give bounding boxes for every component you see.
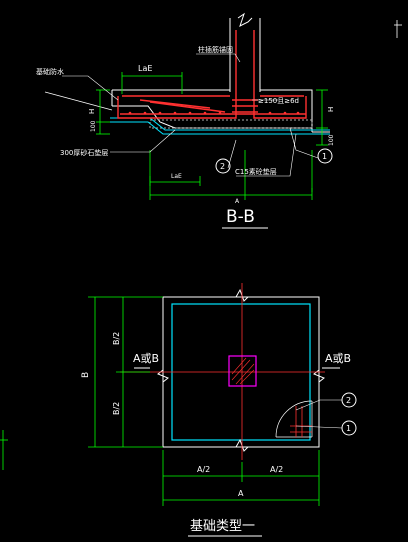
label-column-rebar: 柱插筋锚固 — [198, 45, 233, 54]
plan-marker-1 — [341, 420, 357, 436]
rebar — [117, 30, 307, 119]
label-lae-bottom: LaE — [171, 173, 182, 180]
center-axes — [120, 283, 325, 460]
plan-marker-2-label: 2 — [346, 396, 351, 405]
plan-marker-1-label: 1 — [346, 424, 351, 433]
label-hook: ≥150且≥6d — [258, 97, 299, 105]
plan-label-a-half-right: A/2 — [270, 465, 283, 474]
section-marker-2-label: 2 — [220, 162, 225, 171]
dim-bottom — [149, 150, 313, 200]
concrete-pad — [149, 119, 313, 129]
label-dim-a: A — [235, 198, 240, 205]
section-marker-2 — [215, 158, 231, 174]
plan-label-b-half-bottom: B/2 — [112, 402, 121, 415]
plan-marker-2 — [341, 392, 357, 408]
plan-column-hatch — [231, 357, 255, 385]
rebar-dots — [128, 111, 300, 115]
plan-label-b: B — [81, 372, 91, 378]
plan-dim-b — [88, 296, 163, 448]
corner-rebar — [290, 406, 312, 437]
section-marker-1-label: 1 — [322, 152, 327, 161]
break-marks — [157, 288, 325, 452]
column — [229, 12, 261, 92]
plan-dim-a — [162, 450, 320, 506]
section-title: B-B — [226, 207, 255, 227]
dim-left — [96, 89, 110, 135]
plan-title: 基础类型一 — [190, 519, 255, 534]
label-h-right: H — [327, 107, 335, 112]
circle-markers-section — [215, 148, 333, 174]
plan-label-b-half-top: B/2 — [112, 332, 121, 345]
plan-label-a: A — [238, 489, 244, 498]
label-100: 100 — [90, 120, 97, 132]
label-waterproof: 基础防水 — [36, 67, 64, 76]
ground-line — [44, 91, 113, 111]
plan-column — [228, 355, 257, 387]
label-h: H — [88, 109, 96, 114]
circle-markers-plan — [341, 392, 357, 436]
edge-text — [394, 20, 402, 38]
plan-section-right: A或B — [325, 352, 351, 365]
leaders — [62, 53, 319, 177]
plan-label-a-half-left: A/2 — [197, 465, 210, 474]
edge-marks — [0, 430, 8, 470]
plan-section-left: A或B — [133, 352, 159, 365]
section-marker-1 — [317, 148, 333, 164]
corner-detail — [275, 400, 313, 438]
label-cushion: C15素砼垫层 — [235, 167, 277, 176]
plan-leaders — [295, 399, 343, 429]
label-gravel: 300厚砂石垫层 — [60, 148, 108, 157]
section-bb: 基础防水 柱插筋锚固 LaE ≥150且≥6d 300厚砂石垫层 C15素砼垫层… — [36, 12, 335, 229]
plan-view: B B/2 B/2 A/2 A/2 A A或B A或B 2 1 基础类型一 — [81, 283, 357, 537]
label-100-right: 100 — [328, 134, 335, 146]
dim-right — [311, 89, 328, 192]
label-lae: LaE — [138, 64, 152, 73]
dim-lae-top — [121, 72, 183, 94]
